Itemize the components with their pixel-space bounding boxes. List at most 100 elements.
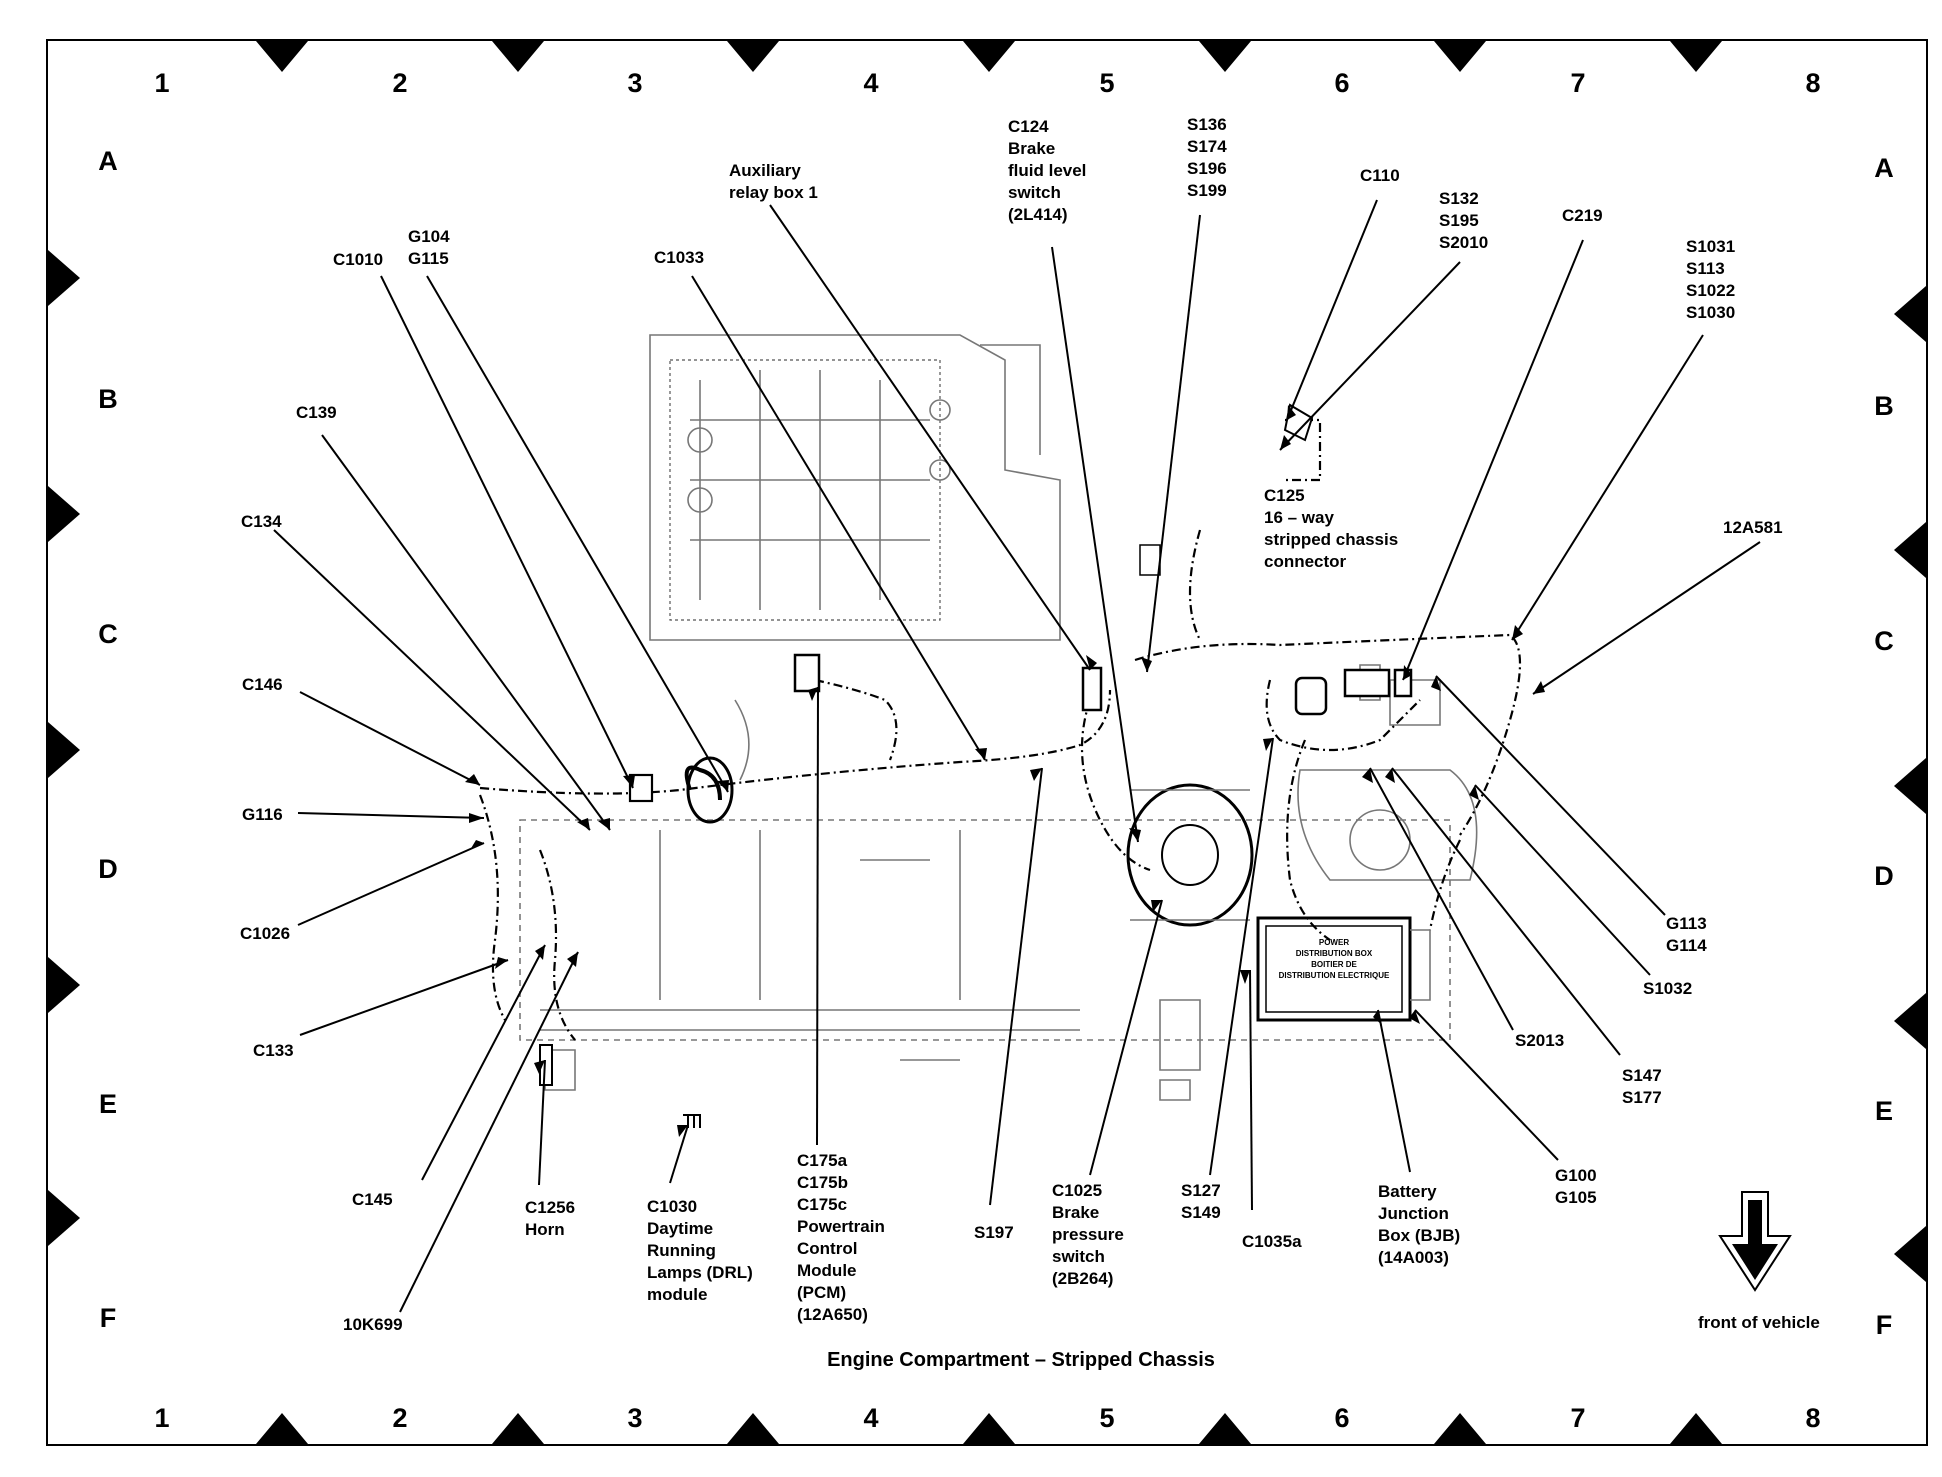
zone-marker-bottom-4 [1199,1413,1251,1444]
zone-column-bottom-2: 2 [392,1403,407,1433]
label-c110: C110 [1360,166,1400,185]
zone-row-left-A: A [98,146,118,176]
zone-row-right-F: F [1876,1310,1893,1340]
connector-glyphs [539,403,1413,1128]
zone-column-top-1: 1 [154,68,169,98]
zone-marker-left-0 [48,250,80,306]
zone-marker-top-5 [1434,41,1486,72]
battery-junction-box [1256,916,1412,1022]
zone-markers [48,41,1926,1444]
zone-marker-bottom-6 [1670,1413,1722,1444]
zone-column-bottom-3: 3 [627,1403,642,1433]
zone-marker-top-3 [963,41,1015,72]
zone-row-left-E: E [99,1089,117,1119]
zone-row-left-D: D [98,854,118,884]
zone-row-right-D: D [1874,861,1894,891]
zone-marker-bottom-1 [492,1413,544,1444]
zone-marker-right-2 [1894,758,1926,814]
diagram-caption: Engine Compartment – Stripped Chassis [827,1349,1215,1371]
label-12a581: 12A581 [1723,518,1783,537]
label-c219: C219 [1562,206,1603,225]
zone-row-left-C: C [98,619,118,649]
zone-marker-top-6 [1670,41,1722,72]
label-g116: G116 [242,805,283,824]
label-10k699: 10K699 [343,1315,403,1334]
zone-marker-top-1 [492,41,544,72]
zone-column-top-5: 5 [1099,68,1114,98]
wiring-harness [478,418,1522,1041]
frame [46,39,1928,1446]
zone-marker-left-4 [48,1190,80,1246]
brake-booster [1126,783,1254,927]
front-of-vehicle-arrow-icon [1718,1191,1792,1292]
zone-column-bottom-7: 7 [1570,1403,1585,1433]
zone-marker-bottom-0 [256,1413,308,1444]
zone-column-bottom-4: 4 [863,1403,878,1433]
label-c145: C145 [352,1190,393,1209]
zone-marker-left-2 [48,722,80,778]
zone-marker-right-4 [1894,1226,1926,1282]
zone-marker-top-2 [727,41,779,72]
label-c1035a: C1035a [1242,1232,1302,1251]
label-s2013: S2013 [1515,1031,1564,1050]
zone-column-bottom-8: 8 [1805,1403,1820,1433]
zone-column-top-6: 6 [1334,68,1349,98]
zone-column-bottom-5: 5 [1099,1403,1114,1433]
label-c146: C146 [242,675,283,694]
zone-column-top-2: 2 [392,68,407,98]
leader-lines [273,199,1761,1313]
zone-column-bottom-1: 1 [154,1403,169,1433]
zone-marker-right-3 [1894,993,1926,1049]
zone-marker-bottom-3 [963,1413,1015,1444]
zone-row-left-B: B [98,384,118,414]
zone-row-right-C: C [1874,626,1894,656]
zone-row-right-E: E [1875,1096,1893,1126]
zone-row-left-F: F [100,1303,117,1333]
zone-row-right-B: B [1874,391,1894,421]
label-c1026: C1026 [240,924,290,943]
zone-marker-bottom-5 [1434,1413,1486,1444]
zone-marker-top-4 [1199,41,1251,72]
label-c1010: C1010 [333,250,383,269]
zone-column-bottom-6: 6 [1334,1403,1349,1433]
label-c1033: C1033 [654,248,704,267]
zone-marker-left-1 [48,486,80,542]
label-c133: C133 [253,1041,294,1060]
front-of-vehicle-label: front of vehicle [1698,1313,1820,1332]
zone-column-top-8: 8 [1805,68,1820,98]
zone-column-top-7: 7 [1570,68,1585,98]
zone-marker-right-1 [1894,522,1926,578]
zone-marker-right-0 [1894,286,1926,342]
label-s197: S197 [974,1223,1014,1242]
zone-row-right-A: A [1874,153,1894,183]
label-c139: C139 [296,403,337,422]
zone-column-top-4: 4 [863,68,878,98]
label-s1032: S1032 [1643,979,1692,998]
zone-marker-top-0 [256,41,308,72]
label-c134: C134 [241,512,282,531]
zone-marker-bottom-2 [727,1413,779,1444]
zone-column-top-3: 3 [627,68,642,98]
